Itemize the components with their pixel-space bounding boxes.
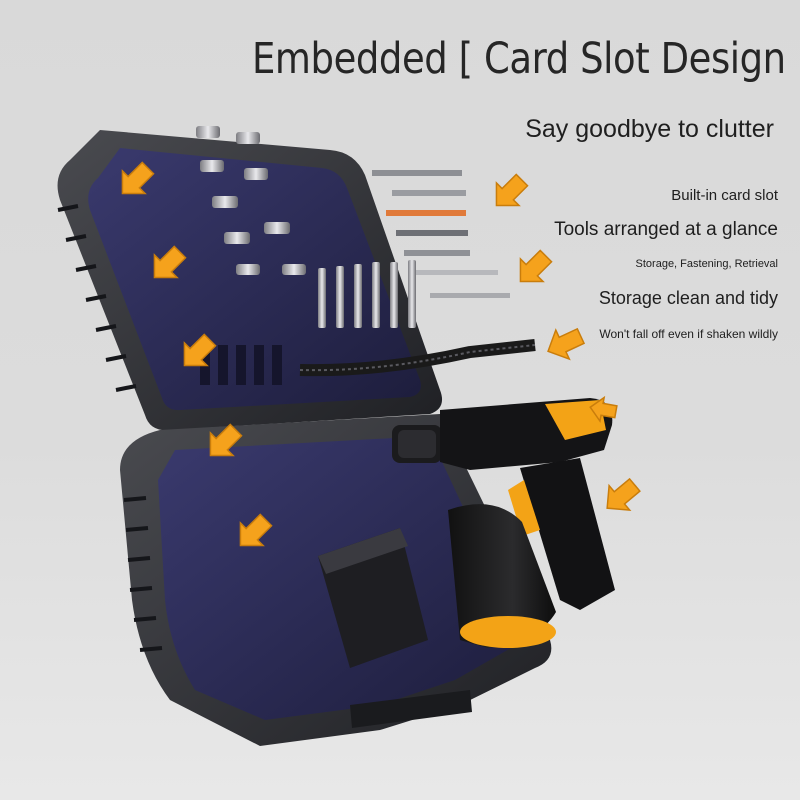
- case-lid: [57, 126, 536, 431]
- arrow-icon: [589, 395, 618, 424]
- arrow-icon: [495, 173, 529, 207]
- arrow-icon: [121, 161, 155, 195]
- drill-bits: [372, 170, 510, 298]
- arrow-icon: [606, 477, 641, 512]
- feature-built-in-slot: Built-in card slot: [671, 187, 778, 204]
- arrow-icon: [209, 423, 243, 457]
- arrow-icon: [153, 245, 187, 279]
- case-base: [120, 414, 552, 746]
- arrow-icon: [547, 327, 586, 361]
- feature-storage-clean: Storage clean and tidy: [598, 288, 778, 308]
- arrow-icons: [121, 161, 641, 547]
- subheadline: Say goodbye to clutter: [525, 115, 774, 143]
- arrow-icon: [519, 249, 553, 283]
- arrow-icon: [239, 513, 273, 547]
- headline: Embedded [ Card Slot Design ]: [252, 34, 800, 84]
- feature-tools-arranged: Tools arranged at a glance: [554, 219, 778, 240]
- feature-wont-fall-off: Won't fall off even if shaken wildly: [599, 327, 778, 341]
- arrow-icon: [183, 333, 217, 367]
- drill: [392, 398, 615, 648]
- feature-storage-fastening: Storage, Fastening, Retrieval: [635, 258, 778, 270]
